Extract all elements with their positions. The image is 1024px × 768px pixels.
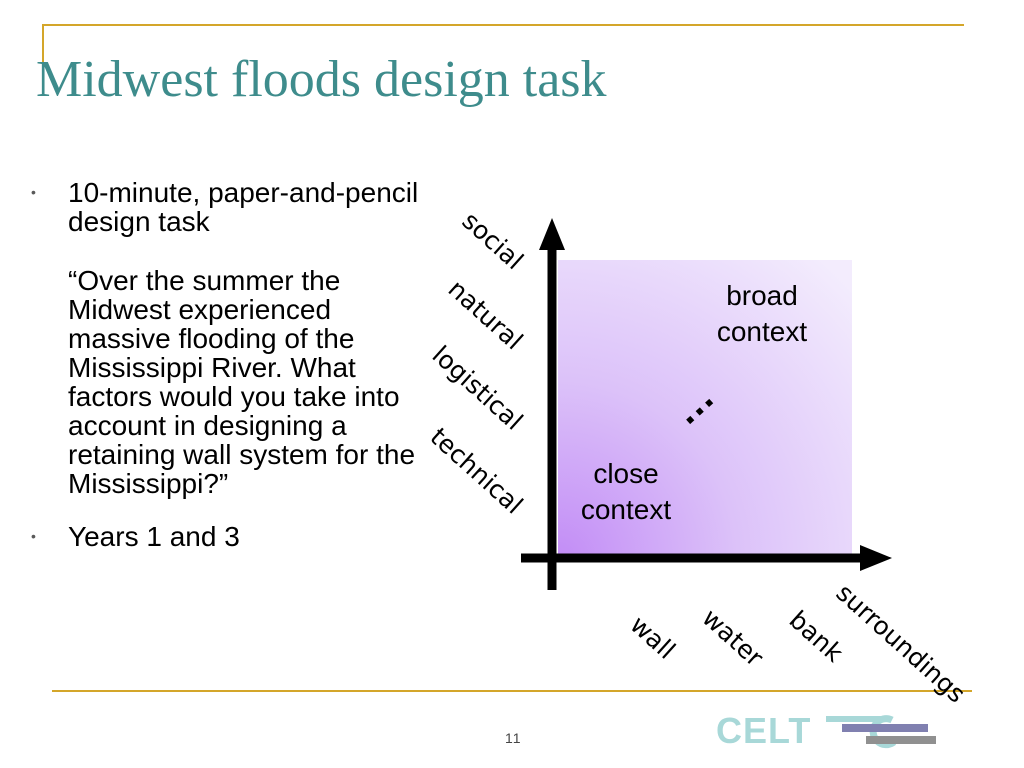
task-quote: “Over the summer the Midwest experienced… <box>68 265 416 499</box>
page-number: 11 <box>505 730 522 746</box>
celt-logo: CELT <box>716 708 946 760</box>
y-axis-arrow-icon <box>539 218 565 250</box>
bullet-text-years: Years 1 and 3 <box>68 521 240 552</box>
bullet-dot-icon: • <box>31 528 36 544</box>
close-context-label: close context <box>580 458 672 525</box>
logo-graphic-icon <box>826 715 936 749</box>
bullet-item: • 10-minute, paper-and-pencil design tas… <box>28 178 428 236</box>
left-rule <box>42 24 44 72</box>
bullet-text-task: 10-minute, paper-and-pencil design task <box>68 177 419 237</box>
bullet-list: • 10-minute, paper-and-pencil design tas… <box>28 178 428 551</box>
broad-context-label: broad context <box>716 280 808 347</box>
x-axis-arrow-icon <box>860 545 892 571</box>
slide-title: Midwest floods design task <box>36 51 607 108</box>
context-gradient-area <box>558 260 852 560</box>
logo-text: CELT <box>716 710 812 751</box>
bullet-item: • Years 1 and 3 <box>28 522 428 551</box>
bottom-rule <box>52 690 972 692</box>
top-rule <box>44 24 964 26</box>
bullet-dot-icon: • <box>31 184 36 200</box>
